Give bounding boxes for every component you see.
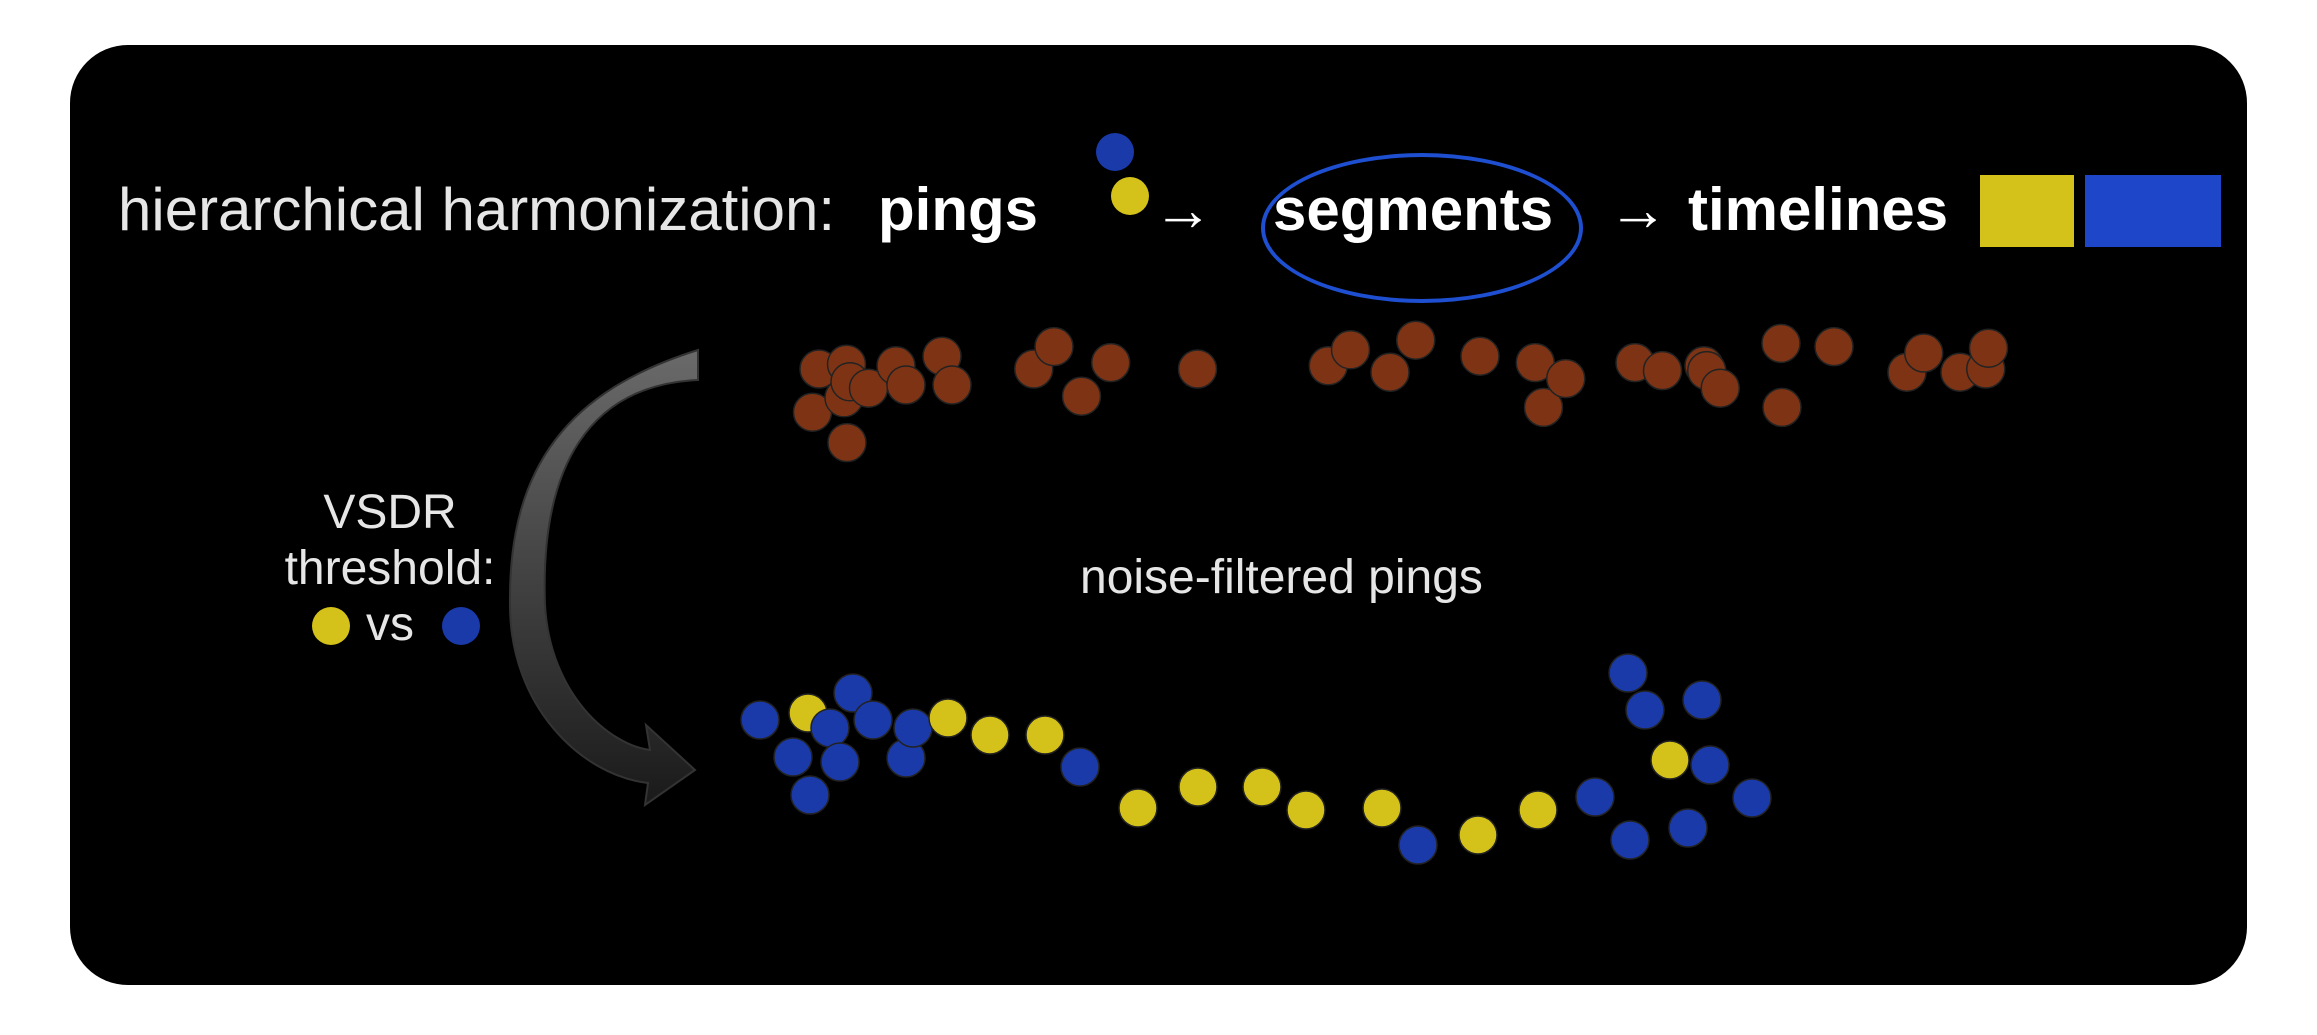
noise-filtered-ping-dot bbox=[886, 365, 926, 405]
ping-dot-blue bbox=[790, 775, 830, 815]
ping-dot-blue bbox=[1610, 820, 1650, 860]
ping-dot-blue bbox=[820, 742, 860, 782]
ping-dot-blue bbox=[1060, 747, 1100, 787]
noise-filtered-ping-dot bbox=[1061, 376, 1102, 416]
arrow-to-timelines: → bbox=[1608, 176, 1668, 243]
header-ping-blue-dot bbox=[1096, 133, 1134, 171]
noise-filtered-ping-dot bbox=[1642, 350, 1683, 391]
ping-dot-yellow bbox=[1242, 767, 1282, 807]
timelines-label: timelines bbox=[1688, 176, 1949, 243]
ping-dot-blue bbox=[810, 708, 850, 748]
ping-dot-blue bbox=[893, 708, 933, 748]
noise-filtered-ping-dot bbox=[932, 365, 972, 405]
segments-highlight-ellipse bbox=[1261, 153, 1583, 303]
ping-dot-blue bbox=[853, 700, 893, 740]
ping-dot-yellow bbox=[970, 715, 1010, 755]
noise-filtered-ping-dot bbox=[1814, 326, 1854, 367]
ping-dot-yellow bbox=[1458, 815, 1498, 855]
pings-label: pings bbox=[878, 176, 1038, 243]
ping-dot-yellow bbox=[1650, 740, 1690, 780]
ping-dot-yellow bbox=[1178, 767, 1218, 807]
ping-dot-blue bbox=[1682, 680, 1722, 720]
ping-dot-blue bbox=[1625, 690, 1665, 730]
ping-dot-blue bbox=[1575, 777, 1615, 817]
legend-blue-dot bbox=[442, 607, 480, 645]
noise-filtered-ping-dot bbox=[1177, 349, 1218, 389]
title-prefix: hierarchical harmonization: bbox=[118, 176, 836, 243]
noise-filtered-ping-dot bbox=[1034, 326, 1074, 367]
noise-filtered-ping-dot bbox=[1370, 352, 1410, 392]
ping-dot-blue bbox=[740, 700, 780, 740]
vsdr-threshold-legend: VSDR threshold: vs bbox=[270, 485, 510, 653]
header-ping-yellow-dot bbox=[1111, 177, 1149, 215]
legend-yellow-dot bbox=[312, 607, 350, 645]
noise-filtered-ping-dot bbox=[1460, 336, 1500, 376]
ping-dot-blue bbox=[773, 737, 813, 777]
noise-filtered-ping-dot bbox=[1904, 333, 1944, 373]
ping-dot-blue bbox=[1690, 745, 1730, 785]
curved-arrow-icon bbox=[508, 348, 699, 808]
ping-dot-blue bbox=[833, 673, 873, 713]
ping-dot-yellow bbox=[1286, 790, 1326, 830]
diagram-panel: hierarchical harmonization: pings → segm… bbox=[70, 45, 2247, 985]
arrow-to-segments: → bbox=[1153, 176, 1213, 243]
noise-filtered-ping-dot bbox=[827, 422, 867, 463]
noise-filtered-ping-dot bbox=[1091, 342, 1131, 383]
timeline-blue-block bbox=[2085, 175, 2221, 247]
legend-line-2: threshold: bbox=[284, 542, 496, 595]
ping-dot-yellow bbox=[1118, 788, 1158, 828]
ping-dot-blue bbox=[1398, 825, 1438, 865]
legend-vs-row: vs bbox=[270, 597, 510, 653]
legend-line-1: VSDR bbox=[323, 486, 457, 539]
ping-dot-yellow bbox=[1025, 715, 1065, 755]
noise-filtered-ping-dot bbox=[1546, 358, 1586, 399]
noise-filtered-ping-dot bbox=[1762, 387, 1802, 428]
noise-filtered-ping-dot bbox=[1968, 328, 2009, 368]
segments-label: segments bbox=[1273, 176, 1554, 243]
ping-dot-blue bbox=[1732, 778, 1772, 818]
ping-diagram bbox=[508, 320, 2009, 865]
ping-dot-yellow bbox=[1362, 788, 1402, 828]
ping-dot-yellow bbox=[1518, 790, 1558, 830]
legend-vs-text: vs bbox=[366, 598, 414, 651]
timeline-yellow-block bbox=[1980, 175, 2074, 247]
ping-dot-yellow bbox=[928, 698, 968, 738]
noise-filtered-pings-label: noise-filtered pings bbox=[1080, 551, 1483, 604]
noise-filtered-ping-dot bbox=[1523, 387, 1564, 428]
noise-filtered-ping-dot bbox=[1700, 368, 1740, 408]
noise-filtered-ping-dot bbox=[1330, 330, 1371, 370]
ping-dot-blue bbox=[1668, 808, 1708, 848]
noise-filtered-ping-dot bbox=[1761, 323, 1801, 364]
noise-filtered-ping-dot bbox=[1396, 320, 1436, 360]
ping-dot-blue bbox=[1608, 653, 1648, 693]
